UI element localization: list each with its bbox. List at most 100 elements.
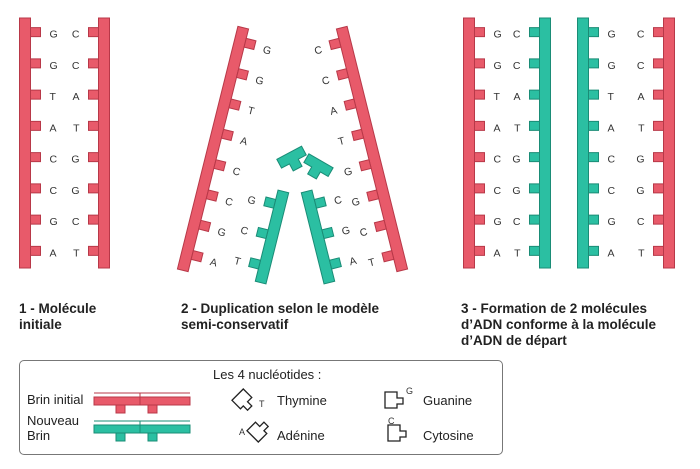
panel-2-right-new-strand: CGA [300,189,358,285]
nucleotide-tooth [588,245,599,256]
nucleotide-tooth [30,214,41,225]
base-letter: A [239,135,249,148]
base-letter: C [513,60,521,72]
nucleotide-tooth [529,27,540,38]
caption-panel-3-line-1: 3 - Formation de 2 molécules [461,301,648,316]
base-letter: G [608,216,616,228]
nucleotide-tooth [321,226,335,240]
nucleotide-tooth [653,89,664,100]
nucleotide-tooth [588,214,599,225]
base-letter: C [313,44,324,58]
nucleotide-tooth [198,219,212,233]
base-letter: A [637,91,644,103]
base-letter: T [367,256,377,269]
base-letter: G [71,154,79,166]
nucleotide-tooth [343,98,357,111]
cytosine-icon [387,424,407,442]
caption-panel-2: 2 - Duplication selon le modèle semi-con… [181,301,379,333]
nucleotide-tooth [474,214,485,225]
thymine-icon-letter: T [259,399,265,409]
nucleotide-tooth [30,152,41,163]
nucleotide-tooth [474,152,485,163]
nucleotide-tooth [474,89,485,100]
nucleotide-tooth [328,37,342,51]
caption-panel-3: 3 - Formation de 2 molécules d’ADN confo… [461,301,656,349]
base-letter: C [637,29,645,41]
nucleotide-tooth [205,189,219,202]
legend-cytosine-label: Cytosine [423,428,474,443]
nucleotide-tooth [529,120,540,131]
nucleotide-tooth [373,219,387,233]
panel-1-left-strand-backbone [19,17,31,269]
base-letter: G [50,216,58,228]
base-letter: C [637,216,645,228]
nucleotide-tooth [88,27,99,38]
base-letter: G [254,74,265,88]
base-letter: G [216,226,227,240]
base-letter: T [233,255,243,268]
base-letter: C [637,60,645,72]
nucleotide-tooth [474,245,485,256]
caption-panel-3-line-2: d’ADN conforme à la molécule [461,317,657,332]
nucleotide-tooth [366,189,380,202]
caption-panel-1-line-1: 1 - Molécule [19,301,97,316]
nucleotide-tooth [243,37,257,51]
legend-nouveau-brin-label: Nouveau Brin [27,413,79,443]
base-letter: G [608,29,616,41]
base-letter: T [73,122,80,134]
base-letter: A [513,91,520,103]
nucleotide-tooth [88,183,99,194]
base-letter: G [341,224,352,238]
base-letter: C [359,226,370,240]
base-letter: C [494,154,502,166]
base-letter: C [72,60,80,72]
base-letter: G [343,165,354,179]
nucleotide-tooth [474,183,485,194]
nucleotide-tooth [213,159,227,172]
base-letter: T [608,91,615,103]
nucleotide-tooth [653,245,664,256]
base-letter: C [608,185,616,197]
panel-3-m2-new-strand-backbone [577,17,589,269]
nucleotide-tooth [30,27,41,38]
base-letter: G [512,154,520,166]
nucleotide-tooth [588,27,599,38]
legend-new-strand-shape [93,420,191,442]
legend-adenine-label: Adénine [277,428,325,443]
nucleotide-tooth [88,245,99,256]
base-letter: A [608,247,615,259]
nucleotide-tooth [358,159,372,172]
nucleotide-tooth [235,68,249,81]
base-letter: C [513,216,521,228]
base-letter: A [50,122,57,134]
base-letter: G [494,60,502,72]
free-nucleotide-shape [303,153,334,180]
nucleotide-tooth [529,89,540,100]
nucleotide-tooth [228,98,242,111]
caption-panel-2-line-2: semi-conservatif [181,317,289,332]
caption-panel-1: 1 - Molécule initiale [19,301,96,333]
nucleotide-tooth [88,214,99,225]
legend-initial-strand-shape [93,392,191,414]
base-letter: G [71,185,79,197]
nucleotide-tooth [263,196,277,209]
adenine-icon [246,421,270,443]
nucleotide-tooth [88,152,99,163]
base-letter: G [350,196,361,210]
base-letter: C [494,185,502,197]
base-letter: A [348,255,358,268]
nucleotide-tooth [88,89,99,100]
base-letter: C [50,185,58,197]
nucleotide-tooth [474,58,485,69]
nucleotide-tooth [313,196,327,209]
nucleotide-tooth [30,58,41,69]
guanine-icon-letter: G [406,386,413,396]
panel-1-right-strand-backbone [98,17,110,269]
